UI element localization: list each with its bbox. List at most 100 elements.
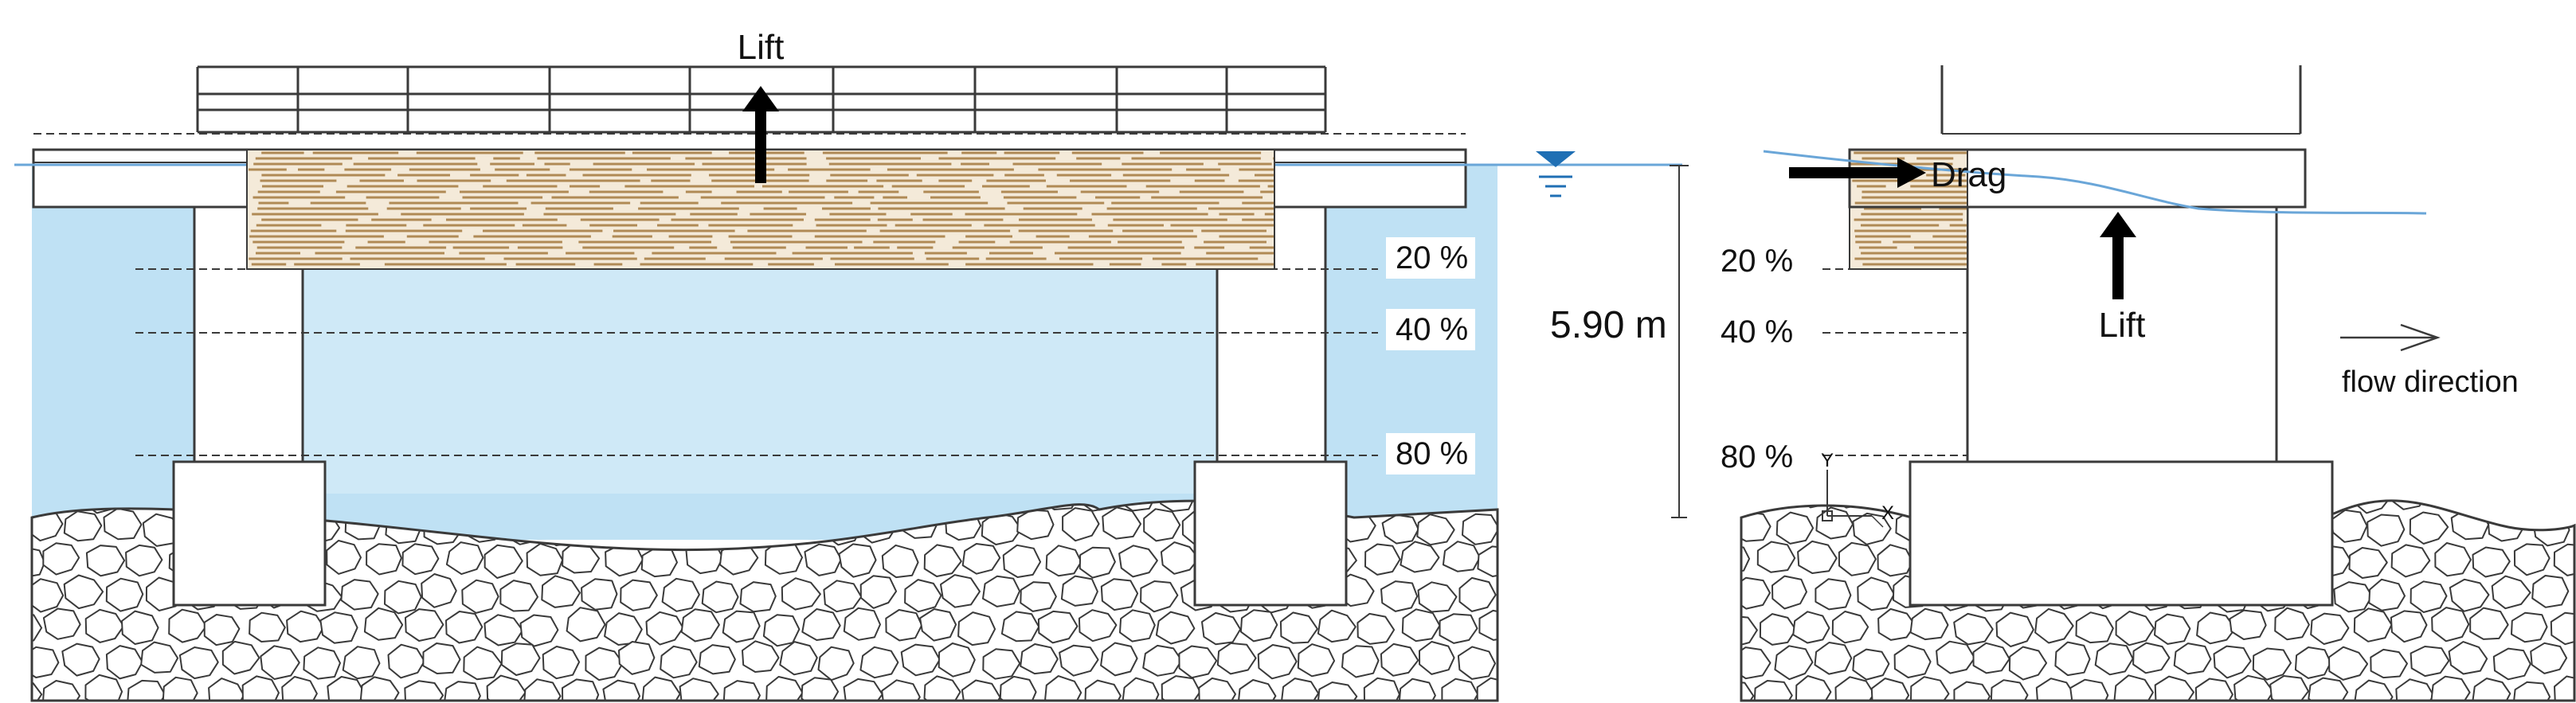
gravel-stone xyxy=(2531,575,2570,608)
gravel-stone xyxy=(1814,642,1853,675)
gravel-stone xyxy=(1161,675,1201,701)
gravel-stone xyxy=(2269,675,2309,701)
side-water-surface xyxy=(1763,150,2427,215)
gravel-stone xyxy=(2492,647,2531,681)
gravel-stone xyxy=(1016,509,1055,541)
depth-label: 5.90 m xyxy=(1550,304,1667,346)
gravel-stone xyxy=(1442,541,1481,572)
gravel-stone xyxy=(2434,542,2472,577)
gravel-stone xyxy=(2054,641,2091,677)
debris-texture xyxy=(249,151,1274,266)
gravel-stone xyxy=(1838,541,1877,576)
gravel-stone xyxy=(566,607,606,642)
gravel-stone xyxy=(2008,646,2048,681)
gravel-stone xyxy=(602,679,641,701)
gravel-stone xyxy=(445,611,483,644)
gravel-stone xyxy=(42,542,80,576)
right-arrow-icon xyxy=(2340,323,2441,352)
gravel-stone xyxy=(923,544,962,577)
gravel-stone xyxy=(1341,645,1380,678)
gravel-stone xyxy=(260,645,300,680)
gravel-stone xyxy=(404,680,444,701)
gravel-stone xyxy=(1122,677,1160,701)
gravel-stone xyxy=(1458,576,1497,612)
gravel-stone xyxy=(2333,581,2373,613)
gravel-stone xyxy=(1478,609,1497,641)
level-label-40: 40 % xyxy=(1396,312,1468,347)
gravel-stone xyxy=(1297,643,1336,678)
gravel-stone xyxy=(1279,611,1318,644)
gravel-stone xyxy=(1416,514,1455,546)
gravel-stone xyxy=(1062,507,1100,542)
gravel-stone xyxy=(2328,646,2369,681)
gravel-stone xyxy=(1281,678,1320,701)
gravel-stone xyxy=(801,608,841,641)
water-level-triangle-icon xyxy=(1536,151,1576,197)
side-riverbed-outline xyxy=(1740,499,2576,702)
gravel-stone xyxy=(221,640,260,675)
front-view: 20 % 40 % 80 % Lift 5.90 m xyxy=(14,28,1689,702)
side-debris-texture xyxy=(1850,151,1967,266)
gravel-stone xyxy=(885,609,923,642)
gravel-stone xyxy=(1910,676,1950,701)
gravel-stone xyxy=(1741,615,1758,648)
axis-label-x: X xyxy=(1881,502,1894,524)
gravel-stone xyxy=(2069,678,2109,701)
gravel-stone xyxy=(1037,610,1079,644)
gravel-stone xyxy=(1476,677,1497,701)
gravel-stone xyxy=(1870,678,1910,701)
level-label-20: 20 % xyxy=(1396,240,1468,275)
gravel-stone xyxy=(1100,578,1139,611)
gravel-stone xyxy=(1792,611,1830,644)
gravel-stone xyxy=(1059,644,1099,677)
gravel-stone xyxy=(63,510,103,542)
gravel-stone xyxy=(1357,612,1396,645)
gravel-stone xyxy=(2472,546,2511,578)
gravel-stone xyxy=(2034,607,2074,644)
gravel-stone xyxy=(1020,581,1057,612)
side-foundation xyxy=(1909,460,2334,607)
gravel-stone xyxy=(2353,607,2393,642)
gravel-stone xyxy=(2075,611,2114,644)
gravel-stone xyxy=(203,614,241,646)
gravel-stone xyxy=(1364,543,1401,576)
gravel-stone xyxy=(2431,607,2470,642)
gravel-stone xyxy=(1045,545,1082,577)
gravel-stone xyxy=(286,610,325,643)
gravel-stone xyxy=(2094,642,2134,676)
gravel-stone xyxy=(2410,580,2448,613)
gravel-stone xyxy=(2491,575,2531,610)
gravel-stone xyxy=(1140,580,1179,613)
gravel-stone xyxy=(2550,611,2574,646)
gravel-stone xyxy=(859,646,899,679)
gravel-stone xyxy=(405,608,444,642)
gravel-stone xyxy=(1100,642,1138,677)
gravel-stone xyxy=(1381,514,1419,545)
gravel-stone xyxy=(1084,679,1122,701)
side-level-label-40: 40 % xyxy=(1721,314,1793,350)
gravel-stone xyxy=(249,611,286,642)
gravel-stone xyxy=(2353,679,2394,701)
gravel-stone xyxy=(125,544,163,577)
gravel-stone xyxy=(1417,581,1458,613)
gravel-stone xyxy=(2294,646,2331,679)
gravel-stone xyxy=(61,642,100,677)
gravel-stone xyxy=(499,580,538,612)
gravel-stone xyxy=(1160,501,1196,512)
gravel-stone xyxy=(1002,544,1042,578)
gravel-stone xyxy=(1741,500,1756,511)
gravel-stone xyxy=(1078,609,1118,642)
gravel-stone xyxy=(2390,544,2431,578)
flow-direction-label: flow direction xyxy=(2342,365,2519,399)
gravel-stone xyxy=(2115,611,2155,646)
gravel-stone xyxy=(904,579,942,613)
gravel-stone xyxy=(445,541,484,576)
gravel-stone xyxy=(1972,642,2010,674)
gravel-stone xyxy=(1317,609,1357,643)
gravel-stone xyxy=(585,646,624,682)
gravel-stone xyxy=(1079,546,1116,579)
gravel-stone xyxy=(2352,500,2392,514)
gravel-stone xyxy=(1796,500,1836,509)
gravel-stone xyxy=(1832,500,1869,509)
gravel-stone xyxy=(32,646,60,678)
